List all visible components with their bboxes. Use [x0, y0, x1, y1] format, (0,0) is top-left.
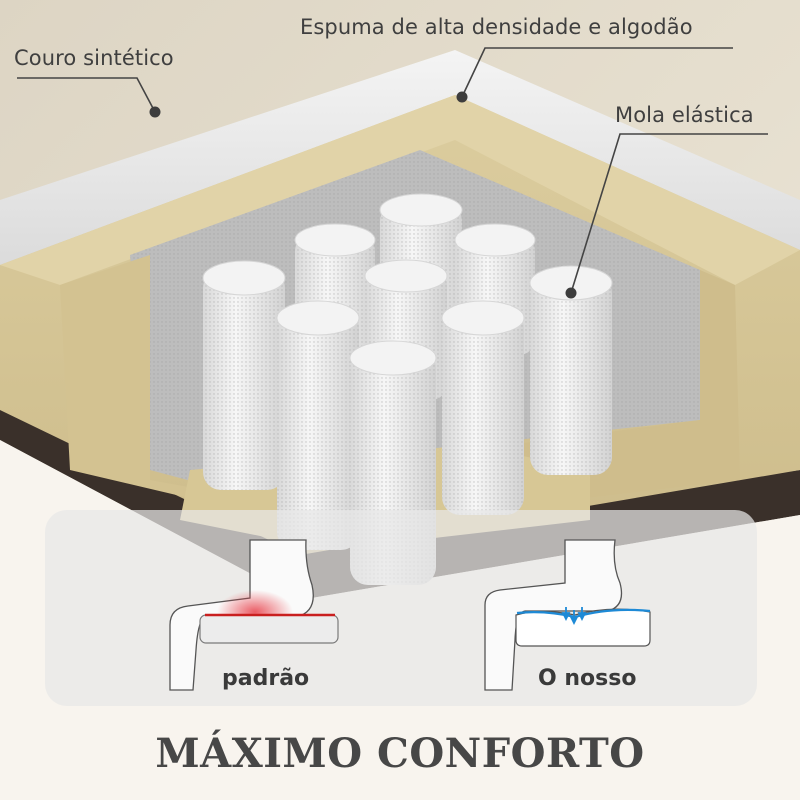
callout-foam-label: Espuma de alta densidade e algodão — [300, 15, 693, 39]
foam-callout-dot — [456, 91, 468, 103]
comparison-panel — [45, 510, 757, 706]
ours-label: O nosso — [538, 666, 637, 691]
spring-callout-dot — [565, 287, 577, 299]
callout-spring-label: Mola elástica — [615, 103, 754, 127]
headline: MÁXIMO CONFORTO — [155, 730, 645, 777]
leather-callout-dot — [149, 106, 161, 118]
callout-leather-label: Couro sintético — [14, 46, 174, 70]
standard-label: padrão — [222, 666, 310, 691]
callout-lines — [17, 47, 768, 294]
